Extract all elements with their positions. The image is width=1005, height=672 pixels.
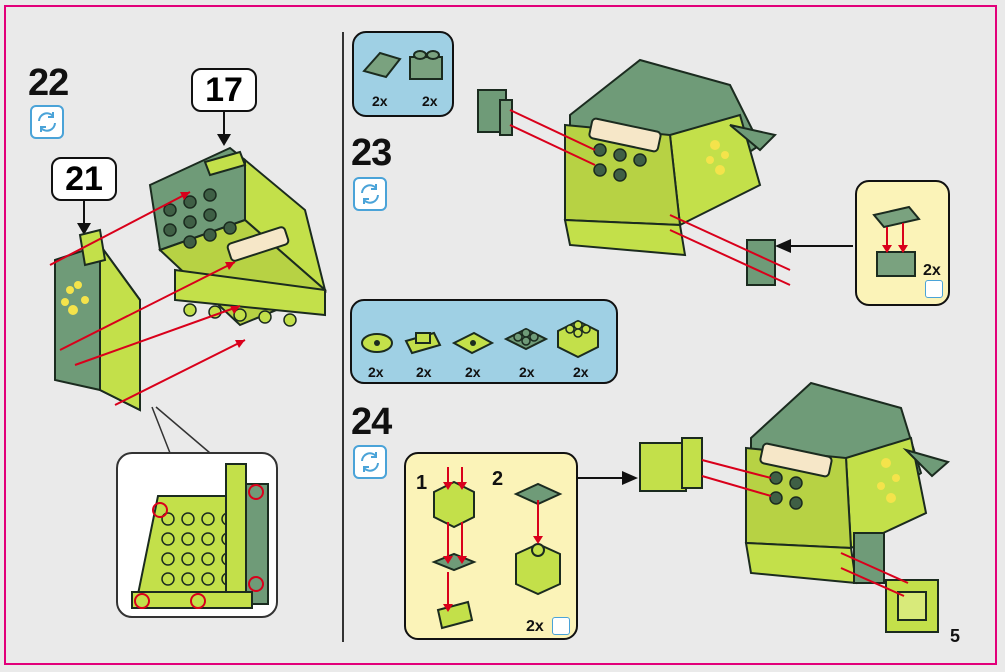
round-tile-part — [361, 333, 393, 353]
part-qty: 2x — [519, 364, 535, 380]
rotate-icon — [925, 280, 943, 298]
rotate-icon — [353, 445, 387, 479]
sub-assembly-model — [872, 205, 921, 277]
brick-1x2-part — [409, 50, 443, 80]
sub-qty: 2x — [526, 618, 544, 635]
callout-label: 21 — [65, 160, 103, 198]
arrow-icon — [77, 201, 91, 235]
step-number-22: 22 — [28, 62, 69, 104]
detail-inset — [116, 452, 278, 618]
sub-step-2: 2 — [492, 468, 504, 490]
page-frame — [4, 5, 997, 665]
part-qty: 2x — [372, 93, 388, 109]
tile-2x2-part — [451, 331, 495, 355]
clip-plate-part — [404, 331, 442, 355]
sub-step-1: 1 — [416, 472, 428, 494]
sub-qty: 2x — [923, 262, 941, 279]
part-qty: 2x — [573, 364, 589, 380]
part-qty: 2x — [422, 93, 438, 109]
parts-panel-23: 2x 2x — [352, 31, 454, 117]
step-24-model — [639, 381, 951, 633]
arrow-icon — [775, 239, 853, 253]
sub-assembly-24: 1 2 2x — [404, 452, 578, 640]
sub-assembly-2-model — [513, 482, 563, 596]
callout-label: 17 — [205, 71, 243, 109]
part-qty: 2x — [465, 364, 481, 380]
plate-2x2-clips-part — [503, 327, 549, 351]
parts-panel-24: 2x 2x 2x 2x 2x — [350, 299, 618, 384]
column-divider — [342, 32, 344, 642]
part-qty: 2x — [368, 364, 384, 380]
rotate-icon — [353, 177, 387, 211]
detail-model — [131, 463, 269, 609]
slope-brick-part — [362, 51, 402, 79]
arrow-icon — [217, 112, 231, 146]
zoom-pointer — [151, 406, 211, 454]
step-23-model — [477, 58, 791, 286]
rotate-icon — [30, 105, 64, 139]
rotate-icon — [552, 617, 570, 635]
page-number: 5 — [950, 626, 961, 646]
sub-assembly-1-model — [431, 467, 477, 630]
step-number-24: 24 — [351, 401, 392, 443]
sub-assembly-23: 2x — [855, 180, 950, 306]
brick-2x2-part — [557, 319, 599, 359]
step-22-model — [49, 146, 327, 412]
callout-step-21: 21 — [51, 157, 117, 201]
part-qty: 2x — [416, 364, 432, 380]
step-number-23: 23 — [351, 132, 392, 174]
arrow-icon — [578, 471, 638, 485]
callout-step-17: 17 — [191, 68, 257, 112]
